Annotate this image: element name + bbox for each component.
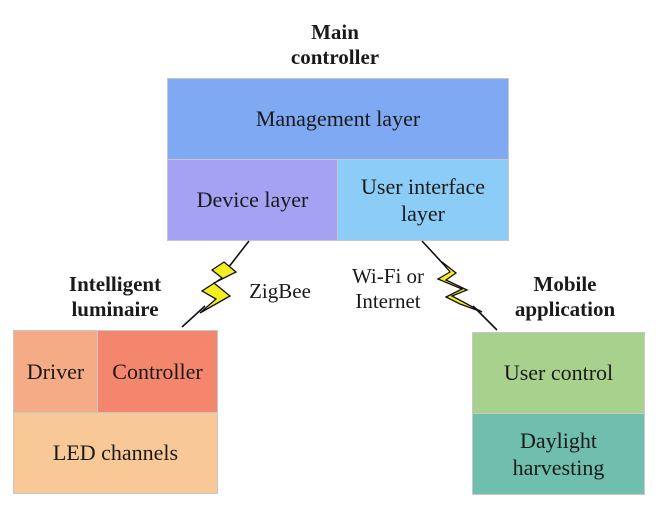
mobile-application-title: Mobile application bbox=[490, 272, 640, 322]
zigbee-lightning-icon bbox=[199, 261, 238, 314]
driver-label: Driver bbox=[26, 358, 85, 384]
user-interface-layer-label-line2: layer bbox=[401, 201, 445, 226]
daylight-harvesting-label-line1: Daylight bbox=[520, 427, 597, 453]
zigbee-label: ZigBee bbox=[249, 279, 311, 303]
wifi-link-line-lower bbox=[472, 305, 498, 331]
device-layer-box: Device layer bbox=[167, 159, 338, 241]
zigbee-link-line-lower bbox=[181, 305, 206, 328]
user-control-label: User control bbox=[503, 360, 614, 386]
management-layer-box: Management layer bbox=[167, 78, 509, 160]
led-channels-label: LED channels bbox=[52, 440, 179, 466]
driver-box: Driver bbox=[13, 330, 98, 413]
daylight-harvesting-label-line2: harvesting bbox=[512, 455, 605, 480]
wifi-lightning-icon bbox=[436, 261, 483, 313]
mobile-application-title-line2: application bbox=[514, 297, 616, 322]
led-channels-box: LED channels bbox=[13, 412, 218, 494]
intelligent-luminaire-title: Intelligent luminaire bbox=[40, 272, 190, 322]
management-layer-label: Management layer bbox=[255, 106, 421, 132]
intelligent-luminaire-title-line2: luminaire bbox=[71, 297, 159, 322]
wifi-label-line1: Wi-Fi or bbox=[351, 264, 425, 288]
user-interface-layer-label-line1: User interface bbox=[361, 173, 485, 199]
user-interface-layer-box: User interface layer bbox=[337, 159, 509, 241]
controller-box: Controller bbox=[97, 330, 218, 413]
device-layer-label: Device layer bbox=[196, 187, 309, 213]
main-controller-title-line2: controller bbox=[290, 45, 380, 70]
main-controller-title-line1: Main bbox=[311, 20, 359, 44]
controller-label: Controller bbox=[112, 358, 203, 384]
daylight-harvesting-box: Daylight harvesting bbox=[472, 413, 645, 495]
mobile-application-title-line1: Mobile bbox=[533, 272, 597, 296]
wifi-label-line2: Internet bbox=[355, 289, 421, 314]
user-control-box: User control bbox=[472, 332, 645, 414]
main-controller-title: Main controller bbox=[255, 20, 415, 70]
zigbee-link-line-upper bbox=[227, 240, 250, 269]
wifi-label: Wi-Fi or Internet bbox=[338, 264, 438, 314]
intelligent-luminaire-title-line1: Intelligent bbox=[68, 272, 162, 296]
